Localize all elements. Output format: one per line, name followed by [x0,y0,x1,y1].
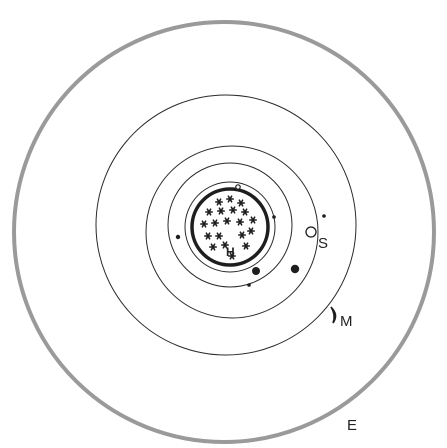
label-e: E [347,417,357,434]
label-m: M [340,313,353,330]
label-center-h: H [226,245,235,259]
body-top-small [236,185,240,189]
label-s: S [318,235,328,252]
body-right-dot [272,215,276,219]
body-lower-large [252,267,260,275]
body-m-crescent [331,307,336,323]
body-lower-small [247,283,251,287]
body-s [306,227,316,237]
body-far-right-dot [322,214,326,218]
body-right-large [291,265,299,273]
body-left-dot [176,235,180,239]
